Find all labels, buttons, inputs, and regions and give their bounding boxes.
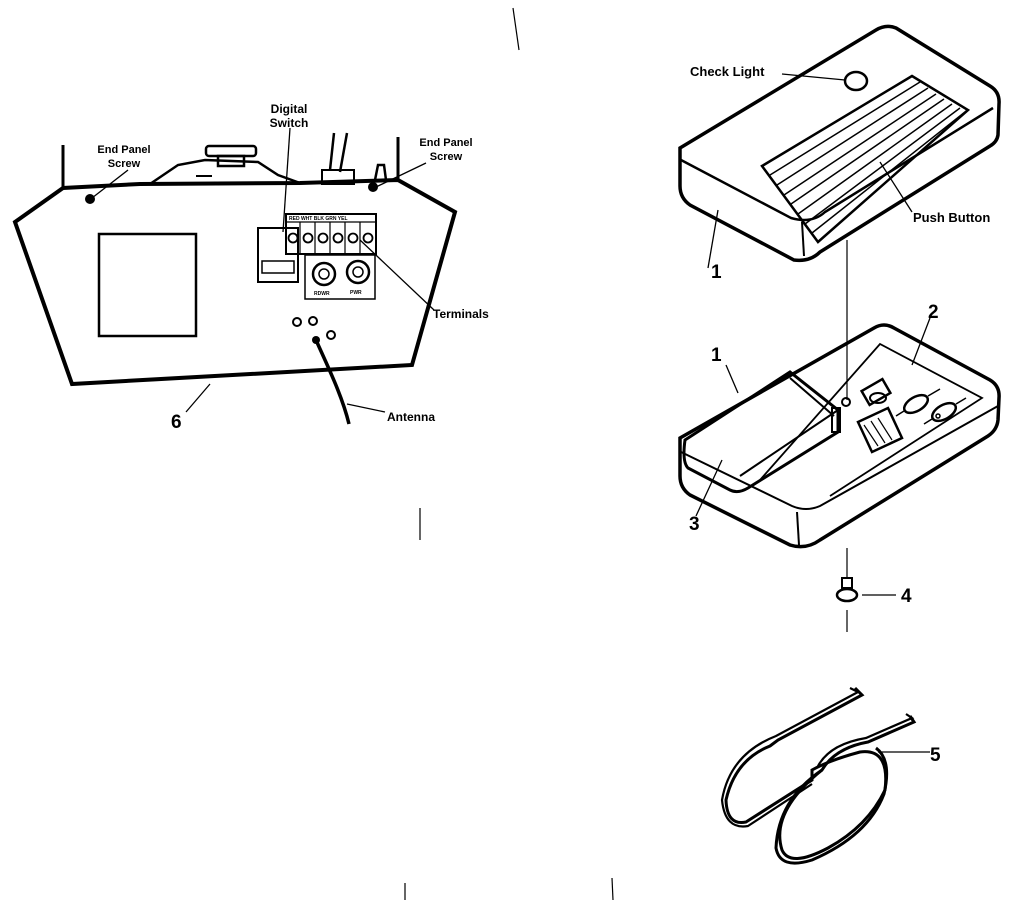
terminals-label: Terminals [433,307,489,321]
callout-5: 5 [930,745,941,766]
panel-outline [12,177,458,387]
screw [835,548,859,632]
transmitter-top-cover [678,24,1001,263]
battery [682,370,841,494]
check-light-label: Check Light [690,64,765,79]
visor-clip [720,686,917,865]
callout-2: 2 [928,302,939,323]
end-panel-screw-left [85,194,95,204]
antenna-label: Antenna [387,410,435,424]
transmitter-bottom-case [678,323,1001,549]
end-panel-screw-right [368,182,378,192]
callout-4: 4 [901,586,912,607]
end-panel-screw-right-label-line2: Screw [430,151,463,163]
scan-marks [404,7,614,901]
svg-text:PWR: PWR [350,290,362,296]
svg-text:RED WHT BLK GRN YEL: RED WHT BLK GRN YEL [289,216,348,222]
svg-text:RDWR: RDWR [314,291,330,297]
panel-window [97,232,198,338]
end-panel-screw-right-label: End Panel [419,137,472,149]
push-button [760,74,971,244]
push-button-label: Push Button [913,210,990,225]
end-panel-screw-left-label: End Panel [97,144,150,156]
callout-3: 3 [689,514,700,535]
digital-switch-label: Digital [271,102,308,116]
antenna-wire [314,339,351,425]
callout-1-bottom: 1 [711,345,722,366]
digital-switch-label-line2: Switch [270,116,309,130]
callout-1-top: 1 [711,262,722,283]
callout-6: 6 [171,412,182,433]
end-panel-screw-left-label-line2: Screw [108,158,141,170]
circuit-board [841,377,967,454]
check-light [843,70,869,92]
opener-end-panel: RED WHT BLK GRN YEL RDWR PWR Digital Swi… [12,102,489,433]
terminal-strip [285,213,377,255]
